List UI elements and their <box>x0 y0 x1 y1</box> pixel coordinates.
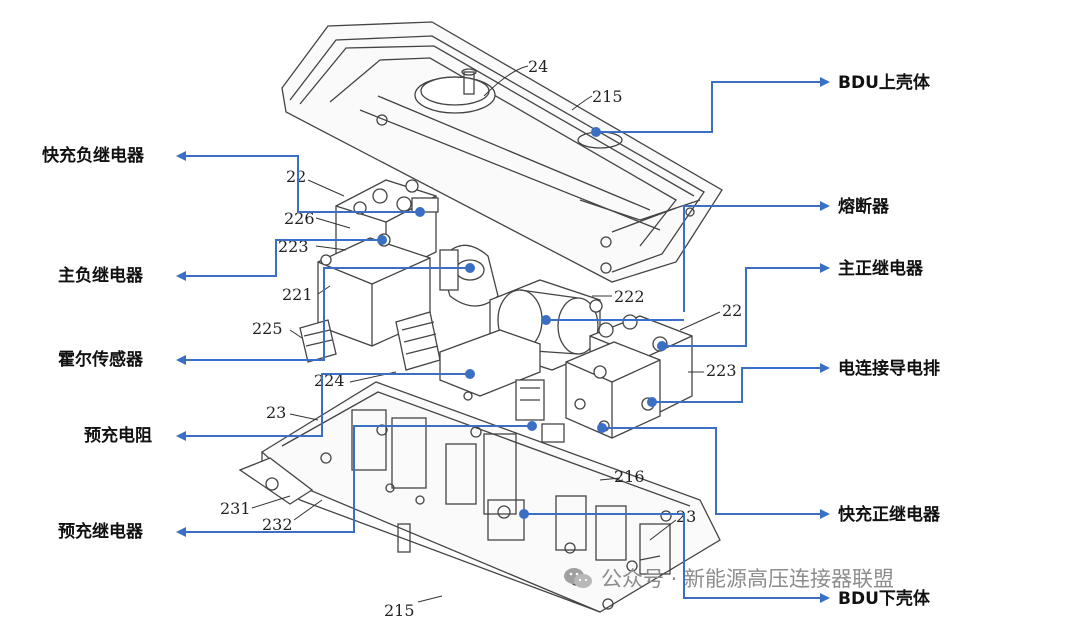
label-main-negative-relay: 主负继电器 <box>58 266 143 286</box>
label-bdu-upper-shell: BDU上壳体 <box>838 73 930 93</box>
wechat-icon <box>564 568 592 588</box>
ref-215-lower: 215 <box>384 601 415 620</box>
ref-23-right: 23 <box>676 507 696 526</box>
watermark-text: 公众号 · 新能源高压连接器联盟 <box>601 567 895 591</box>
label-fuse: 熔断器 <box>838 197 889 217</box>
label-fast-charge-positive-relay: 快充正继电器 <box>838 505 940 525</box>
label-main-positive-relay: 主正继电器 <box>838 259 923 279</box>
watermark: 公众号 · 新能源高压连接器联盟 <box>563 563 894 593</box>
label-bdu-lower-shell: BDU下壳体 <box>838 589 930 609</box>
label-precharge-relay: 预充继电器 <box>58 522 143 542</box>
label-precharge-resistor: 预充电阻 <box>84 426 152 446</box>
ref-23-left: 23 <box>266 403 286 422</box>
ref-223-right: 223 <box>706 361 737 380</box>
reference-leaders <box>251 65 721 603</box>
ref-215-upper: 215 <box>592 87 623 106</box>
relay-assembly-drawing <box>299 179 693 443</box>
ref-216: 216 <box>614 467 645 486</box>
upper-shell-drawing <box>281 21 723 283</box>
ref-232: 232 <box>262 515 293 534</box>
ref-221: 221 <box>282 285 313 304</box>
ref-22-left: 22 <box>286 167 306 186</box>
ref-226: 226 <box>284 209 315 228</box>
ref-24: 24 <box>528 57 548 76</box>
label-hall-sensor: 霍尔传感器 <box>58 350 143 370</box>
ref-231: 231 <box>220 499 251 518</box>
reference-numbers: 24 215 22 226 223 221 222 22 225 223 224… <box>220 57 742 620</box>
lower-shell-drawing <box>238 381 721 613</box>
ref-225: 225 <box>252 319 283 338</box>
callout-arrowheads <box>176 77 830 603</box>
callout-leaders <box>184 81 822 599</box>
ref-222: 222 <box>614 287 645 306</box>
ref-223-left: 223 <box>278 237 309 256</box>
label-busbar: 电连接导电排 <box>838 359 940 379</box>
label-fast-charge-negative-relay: 快充负继电器 <box>42 146 144 166</box>
ref-22-right: 22 <box>722 301 742 320</box>
